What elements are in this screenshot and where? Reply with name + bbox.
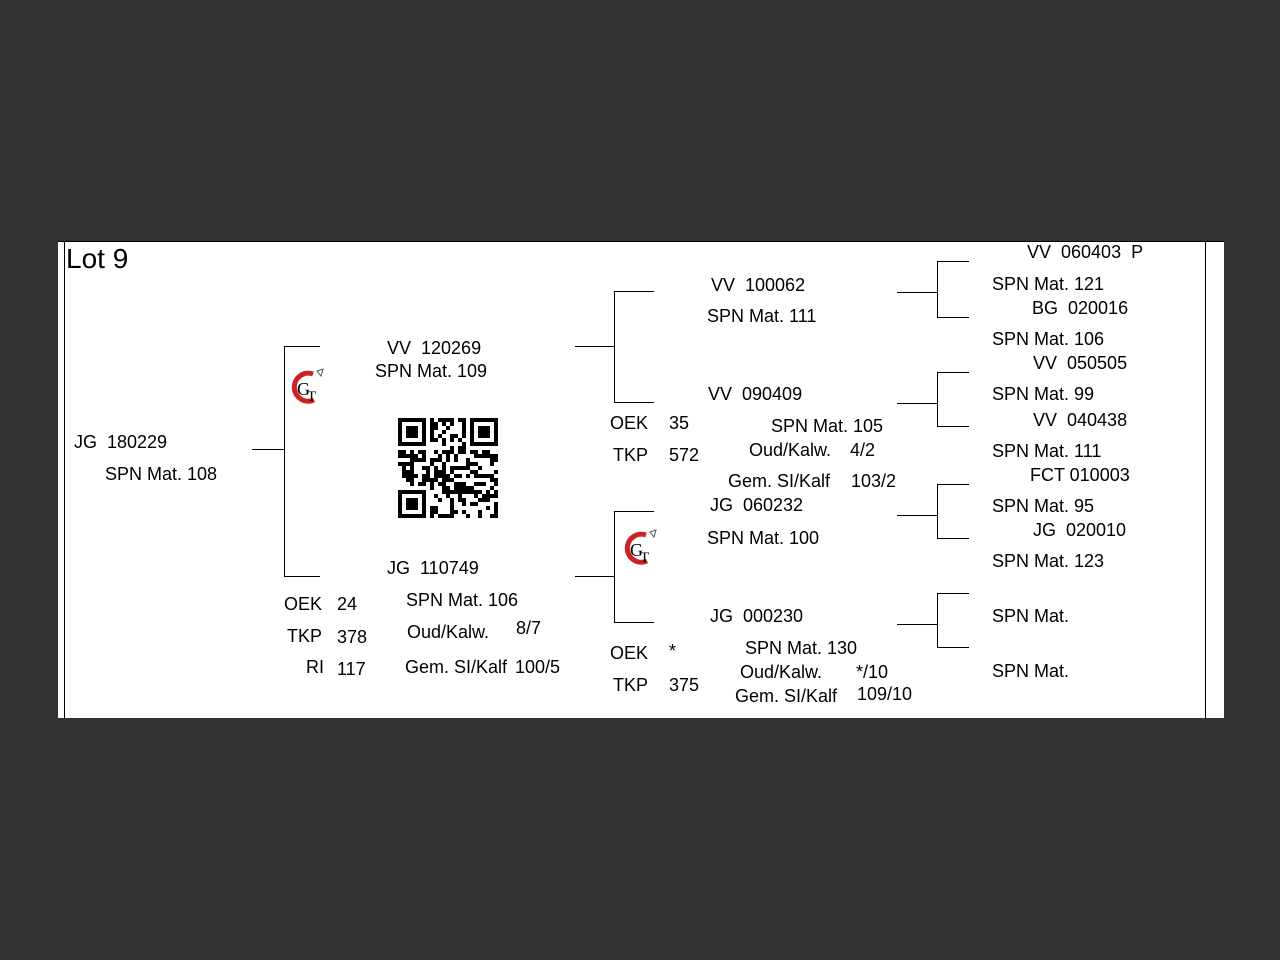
ss-id: VV 100062	[711, 275, 806, 295]
ds-id: JG 060232	[710, 495, 804, 515]
connector	[937, 426, 969, 427]
dd-gem-label: Gem. SI/Kalf	[735, 686, 838, 706]
dss-spn: SPN Mat. 95	[992, 496, 1095, 516]
connector	[937, 317, 969, 318]
sd-oud: 4/2	[850, 440, 876, 460]
connector	[937, 593, 969, 594]
sdd-id: VV 040438	[1033, 410, 1128, 430]
gt-logo-icon: G T	[291, 368, 324, 405]
gt-logo-icon: G T	[624, 529, 657, 566]
dam-tkp-label: TKP	[287, 626, 323, 646]
connector	[614, 291, 615, 403]
sss-spn: SPN Mat. 121	[992, 274, 1105, 294]
connector	[937, 261, 969, 262]
sds-spn: SPN Mat. 99	[992, 384, 1095, 404]
connector	[897, 403, 937, 404]
svg-text:T: T	[307, 389, 316, 405]
dd-tkp: 375	[669, 675, 700, 695]
connector	[897, 292, 937, 293]
sd-tkp: 572	[669, 445, 700, 465]
dam-oek-label: OEK	[284, 594, 323, 614]
ddd-spn: SPN Mat.	[992, 661, 1070, 681]
dd-id: JG 000230	[710, 606, 804, 626]
dd-oud: */10	[856, 662, 889, 682]
sd-tkp-label: TKP	[613, 445, 649, 465]
dam-spn: SPN Mat. 106	[406, 590, 519, 610]
dam-gem-label: Gem. SI/Kalf	[405, 657, 508, 677]
sss-id: VV 060403 P	[1027, 242, 1144, 262]
ssd-id: BG 020016	[1032, 298, 1129, 318]
connector	[614, 402, 654, 403]
dam-oud: 8/7	[516, 618, 542, 638]
subject-id: JG 180229	[74, 432, 168, 452]
sire-spn: SPN Mat. 109	[375, 361, 488, 381]
connector	[897, 624, 937, 625]
pedigree-card: Lot 9 JG 180229 SPN Mat. 108 VV 120269 S…	[58, 241, 1224, 718]
dss-id: FCT 010003	[1030, 465, 1130, 485]
sd-oek: 35	[669, 413, 690, 433]
sds-id: VV 050505	[1033, 353, 1128, 373]
connector	[284, 346, 285, 577]
connector	[937, 484, 969, 485]
connector	[937, 647, 969, 648]
connector	[937, 538, 969, 539]
connector	[614, 511, 615, 623]
sd-spn: SPN Mat. 105	[771, 416, 884, 436]
svg-text:T: T	[640, 550, 649, 566]
dds-spn: SPN Mat.	[992, 606, 1070, 626]
dsd-id: JG 020010	[1033, 520, 1127, 540]
connector	[575, 346, 614, 347]
sdd-spn: SPN Mat. 111	[992, 441, 1102, 461]
dd-oek: *	[669, 641, 677, 661]
left-border	[64, 242, 65, 718]
connector	[937, 261, 938, 318]
sd-gem-label: Gem. SI/Kalf	[728, 471, 831, 491]
sd-oek-label: OEK	[610, 413, 649, 433]
connector	[252, 449, 284, 450]
sd-gem: 103/2	[851, 471, 897, 491]
lot-title: Lot 9	[66, 243, 129, 274]
ds-spn: SPN Mat. 100	[707, 528, 820, 548]
dd-oek-label: OEK	[610, 643, 649, 663]
connector	[937, 593, 938, 648]
dd-oud-label: Oud/Kalw.	[740, 662, 823, 682]
sd-oud-label: Oud/Kalw.	[749, 440, 832, 460]
dam-ri-label: RI	[306, 657, 324, 677]
connector	[937, 372, 938, 427]
connector	[614, 511, 654, 512]
connector	[937, 484, 938, 539]
connector	[897, 515, 937, 516]
qr-code	[398, 418, 498, 518]
ss-spn: SPN Mat. 111	[707, 306, 817, 326]
dam-tkp: 378	[337, 627, 368, 647]
sire-id: VV 120269	[387, 338, 482, 358]
connector	[575, 576, 614, 577]
svg-text:G: G	[630, 540, 643, 560]
connector	[614, 622, 654, 623]
connector	[937, 372, 969, 373]
dam-id: JG 110749	[387, 558, 479, 578]
dam-oek: 24	[337, 594, 358, 614]
connector	[614, 291, 654, 292]
subject-spn: SPN Mat. 108	[105, 464, 218, 484]
dsd-spn: SPN Mat. 123	[992, 551, 1105, 571]
dam-oud-label: Oud/Kalw.	[407, 622, 490, 642]
connector	[284, 346, 320, 347]
dd-tkp-label: TKP	[613, 675, 649, 695]
right-border	[1205, 242, 1206, 718]
dam-ri: 117	[337, 659, 366, 679]
svg-text:G: G	[297, 379, 310, 399]
dam-gem: 100/5	[515, 657, 561, 677]
connector	[284, 576, 320, 577]
dd-gem: 109/10	[857, 684, 913, 704]
sd-id: VV 090409	[708, 384, 803, 404]
dd-spn: SPN Mat. 130	[745, 638, 858, 658]
ssd-spn: SPN Mat. 106	[992, 329, 1105, 349]
